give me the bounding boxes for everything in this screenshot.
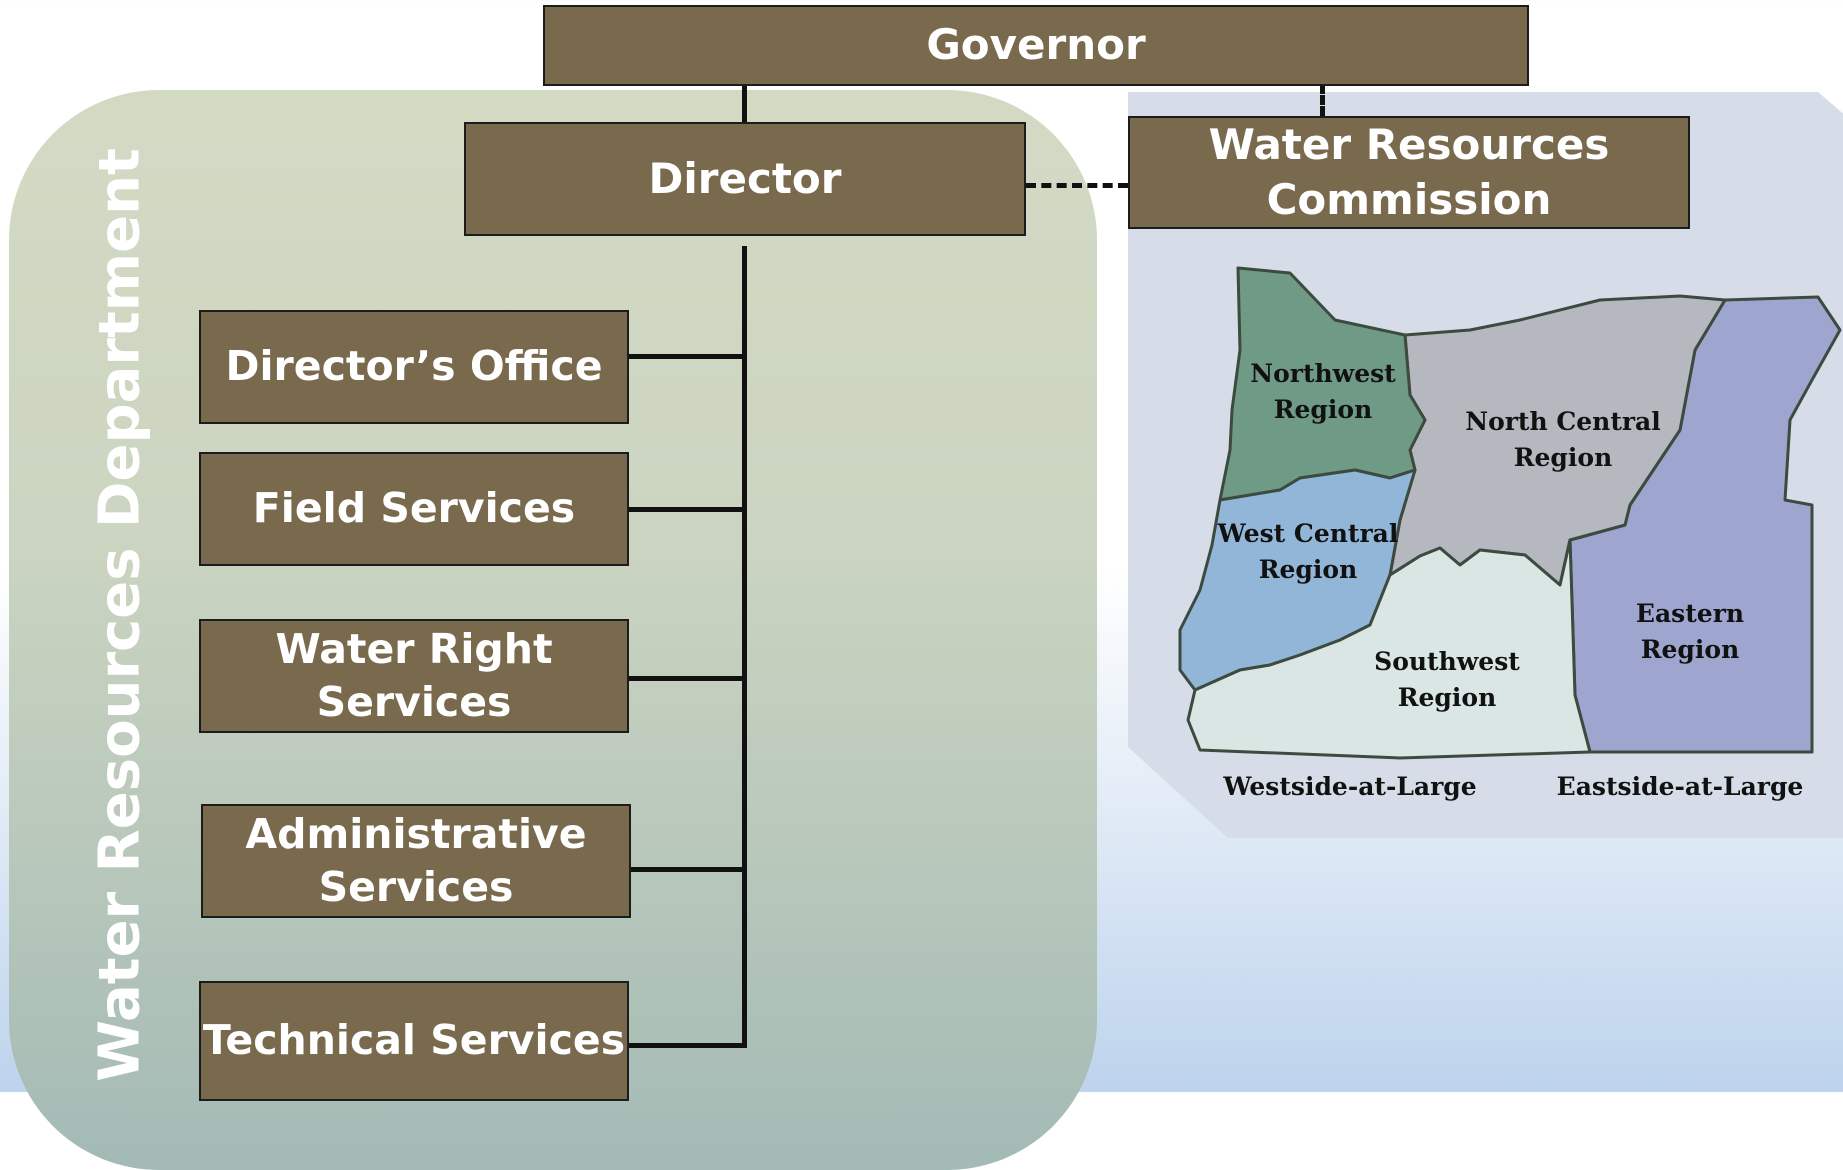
administrative-services-box: Administrative Services [201, 804, 631, 918]
field-services-box: Field Services [199, 452, 629, 566]
directors-office-box: Director’s Office [199, 310, 629, 424]
branch-technical-services [627, 1043, 747, 1048]
director-trunk [742, 246, 747, 1047]
water-right-services-box: Water Right Services [199, 619, 629, 733]
commission-box: Water Resources Commission [1128, 116, 1690, 229]
branch-administrative-services [627, 867, 747, 872]
branch-water-right-services [627, 676, 747, 681]
branch-directors-office [627, 354, 747, 359]
director-box: Director [464, 122, 1026, 236]
map-region-southwest [1186, 538, 1592, 760]
director-commission-connector [1026, 183, 1128, 188]
eastside-at-large-label: Eastside-at-Large [1557, 772, 1804, 801]
governor-director-connector [742, 84, 747, 122]
governor-box: Governor [543, 5, 1529, 86]
technical-services-box: Technical Services [199, 981, 629, 1101]
branch-field-services [627, 507, 747, 512]
governor-commission-connector [1320, 84, 1325, 116]
westside-at-large-label: Westside-at-Large [1222, 772, 1476, 801]
